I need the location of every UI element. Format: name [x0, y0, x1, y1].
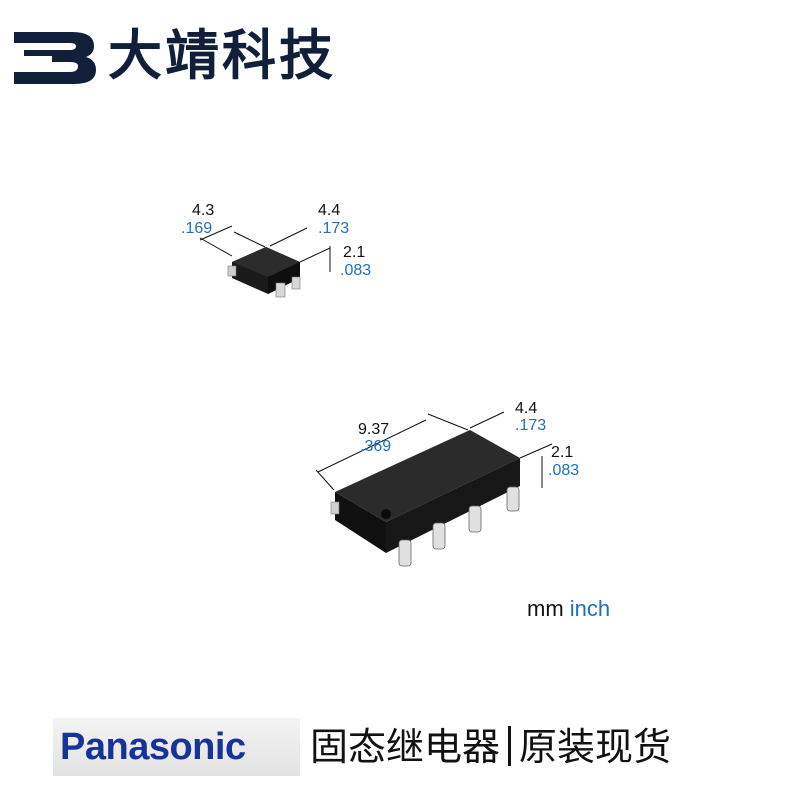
small-height-mm: 2.1 [343, 244, 366, 261]
large-height-inch: .083 [548, 462, 580, 479]
unit-mm-label: mm [527, 596, 564, 621]
large-width-mm: 4.4 [515, 400, 538, 417]
panasonic-logo-box [53, 718, 300, 776]
small-length-inch: .169 [181, 220, 213, 237]
footer-tagline: 固态继电器原装现货 [310, 722, 671, 772]
promo-label: 原装现货 [519, 725, 672, 769]
small-width-mm: 4.4 [318, 202, 341, 219]
panasonic-logo: Panasonic [60, 726, 246, 768]
small-length-mm: 4.3 [192, 202, 215, 219]
large-package-illustration [315, 411, 553, 567]
unit-legend: mm inch [527, 596, 610, 622]
db-monogram-logo-icon [14, 32, 96, 84]
unit-inch-label: inch [569, 596, 611, 621]
small-height-inch: .083 [340, 262, 372, 279]
product-type-label: 固态继电器 [310, 725, 501, 769]
large-length-mm: 9.37 [358, 421, 390, 438]
large-height-mm: 2.1 [551, 444, 574, 461]
large-width-inch: .173 [515, 417, 547, 434]
brand-name: 大靖科技 [108, 24, 336, 87]
small-width-inch: .173 [318, 220, 350, 237]
header: 大靖科技 [0, 0, 800, 110]
tagline-divider [508, 726, 512, 766]
small-package-illustration [199, 225, 331, 298]
large-length-inch: .369 [360, 438, 392, 455]
